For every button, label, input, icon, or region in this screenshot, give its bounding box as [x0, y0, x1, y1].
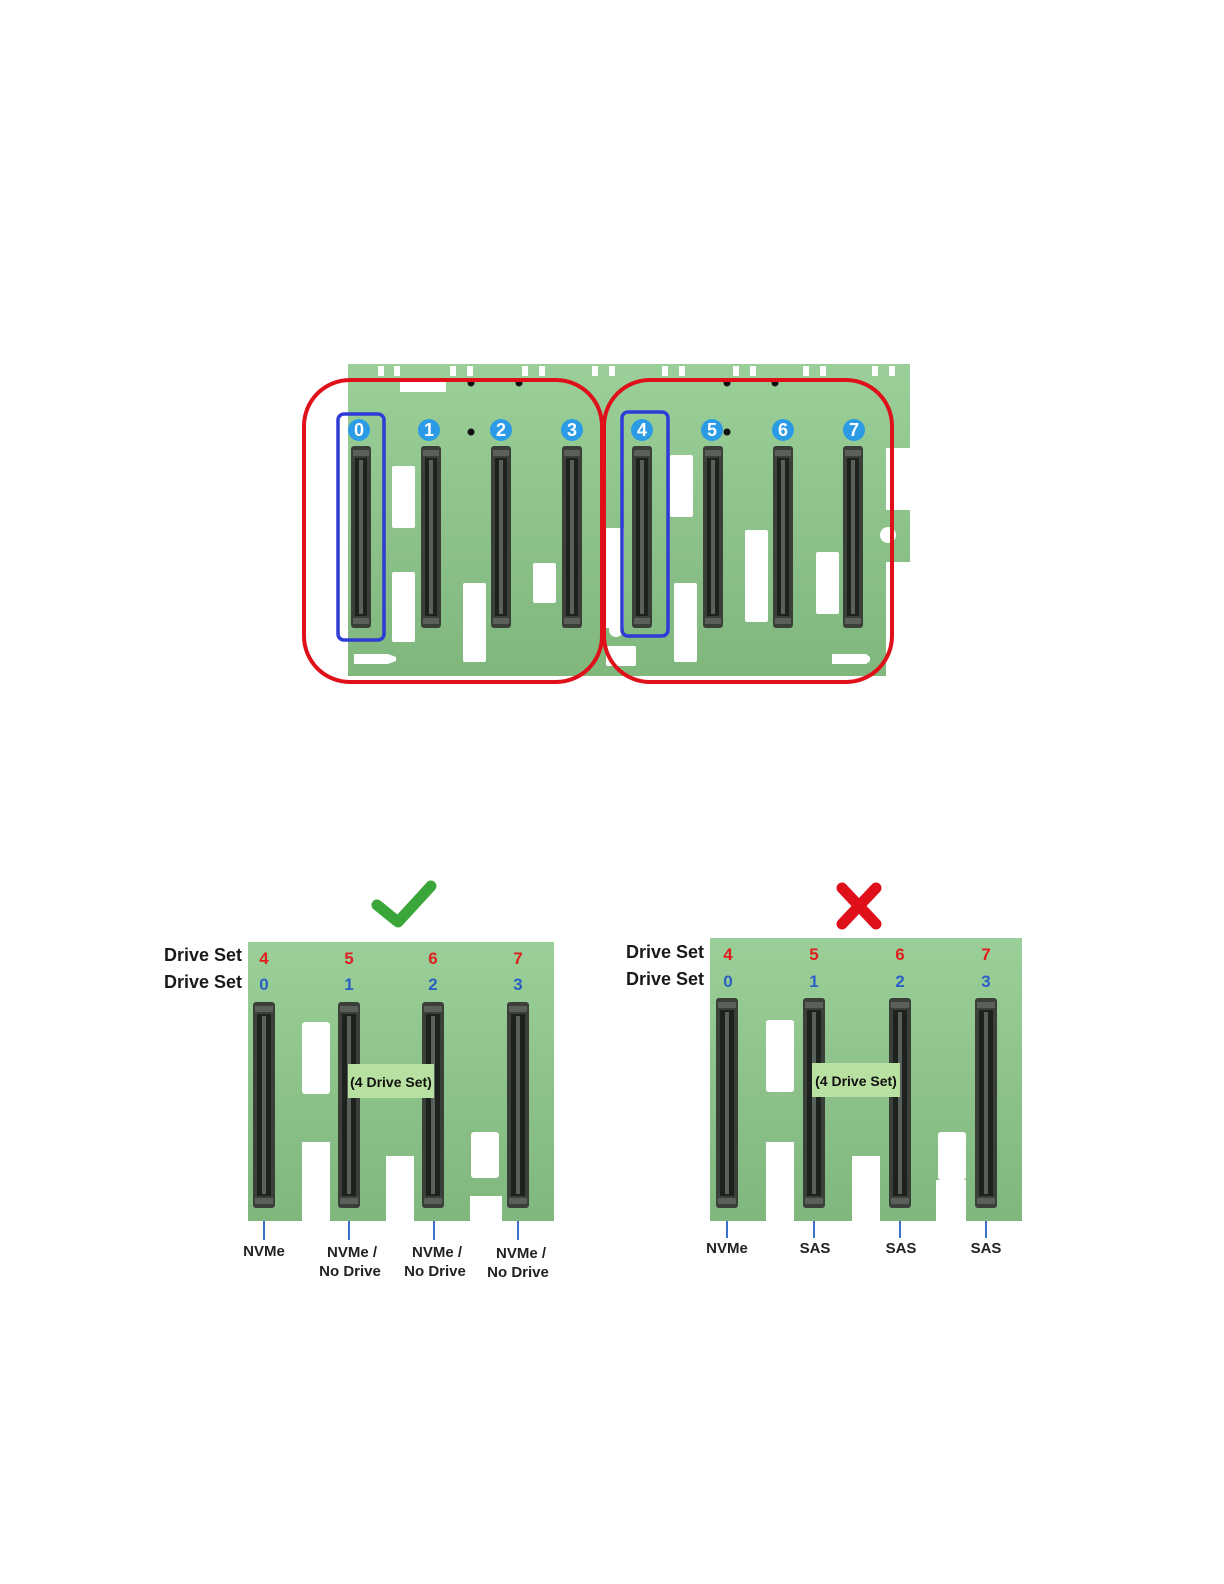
slot-number: 5 — [707, 420, 717, 440]
slot-number: 0 — [354, 420, 364, 440]
drive-connector — [562, 446, 582, 628]
drive-connector — [351, 446, 371, 628]
slot-number: 4 — [637, 420, 647, 440]
drive-connector — [716, 998, 738, 1208]
drive-connector — [338, 1002, 360, 1208]
slot-number: 1 — [424, 420, 434, 440]
drive-connector — [889, 998, 911, 1208]
slot-badge-1: 1 — [418, 419, 440, 441]
group-tag: (4 Drive Set) — [350, 1074, 432, 1090]
slot-badge-3: 3 — [561, 419, 583, 441]
set-b-number: 3 — [513, 975, 522, 994]
set-a-number: 6 — [895, 945, 904, 964]
set-a-number: 6 — [428, 949, 437, 968]
drive-type-label: SAS — [886, 1240, 917, 1257]
drive-type-label: NVMe — [243, 1243, 285, 1260]
set-a-number: 7 — [981, 945, 990, 964]
slot-badge-7: 7 — [843, 419, 865, 441]
slot-number: 2 — [496, 420, 506, 440]
slot-badge-4: 4 — [631, 419, 653, 441]
set-a-number: 4 — [259, 949, 269, 968]
slot-number: 7 — [849, 420, 859, 440]
drive-connector — [975, 998, 997, 1208]
drive-connector — [773, 446, 793, 628]
drive-type-label: No Drive — [319, 1263, 381, 1280]
drive-connector — [632, 446, 652, 628]
set-a-number: 5 — [809, 945, 818, 964]
drive-type-label: SAS — [800, 1240, 831, 1257]
drive-type-label: SAS — [971, 1240, 1002, 1257]
set-a-number: 7 — [513, 949, 522, 968]
drive-type-label: NVMe / — [327, 1244, 378, 1261]
drive-connector — [843, 446, 863, 628]
drive-connector — [703, 446, 723, 628]
set-b-number: 1 — [809, 972, 818, 991]
drive-type-label: NVMe — [706, 1240, 748, 1257]
cross-icon — [842, 888, 876, 924]
set-b-number: 0 — [259, 975, 268, 994]
drive-set-label-b: Drive Set — [626, 969, 704, 989]
drive-connector — [507, 1002, 529, 1208]
invalid-example: (4 Drive Set) Drive Set Drive Set 4 5 6 … — [626, 888, 1022, 1257]
set-b-number: 2 — [428, 975, 437, 994]
slot-number: 3 — [567, 420, 577, 440]
drive-connector — [491, 446, 511, 628]
set-b-number: 2 — [895, 972, 904, 991]
slot-number: 6 — [778, 420, 788, 440]
drive-type-label: No Drive — [404, 1263, 466, 1280]
drive-connector — [422, 1002, 444, 1208]
set-a-number: 4 — [723, 945, 733, 964]
valid-example: (4 Drive Set) Drive Set Drive Set 4 5 6 … — [164, 886, 554, 1281]
drive-connector — [253, 1002, 275, 1208]
drive-connector — [803, 998, 825, 1208]
set-b-number: 3 — [981, 972, 990, 991]
slot-badge-0: 0 — [348, 419, 370, 441]
drive-set-label-a: Drive Set — [626, 942, 704, 962]
slot-badge-6: 6 — [772, 419, 794, 441]
checkmark-icon — [377, 886, 431, 922]
drive-set-label-a: Drive Set — [164, 945, 242, 965]
set-a-number: 5 — [344, 949, 353, 968]
drive-type-label: NVMe / — [412, 1244, 463, 1261]
drive-set-label-b: Drive Set — [164, 972, 242, 992]
set-b-number: 0 — [723, 972, 732, 991]
drive-type-label: No Drive — [487, 1264, 549, 1281]
drive-connector — [421, 446, 441, 628]
group-tag: (4 Drive Set) — [815, 1073, 897, 1089]
drive-type-label: NVMe / — [496, 1245, 547, 1262]
slot-badge-2: 2 — [490, 419, 512, 441]
set-b-number: 1 — [344, 975, 353, 994]
slot-badge-5: 5 — [701, 419, 723, 441]
